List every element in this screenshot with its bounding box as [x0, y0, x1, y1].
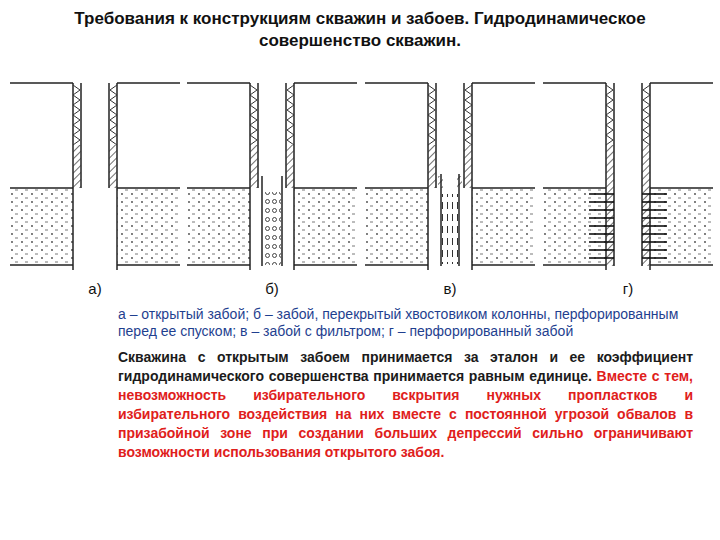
panel-letter: в) [430, 280, 470, 297]
slide-title: Требования к конструкциям скважин и забо… [20, 8, 700, 52]
figure-caption: а – открытый забой; б – забой, перекрыты… [118, 306, 693, 340]
panel-letter: г) [608, 280, 648, 297]
body-paragraph: Скважина с открытым забоем принимается з… [118, 348, 693, 462]
panel-letter: а) [75, 280, 115, 297]
panel-letter: б) [252, 280, 292, 297]
